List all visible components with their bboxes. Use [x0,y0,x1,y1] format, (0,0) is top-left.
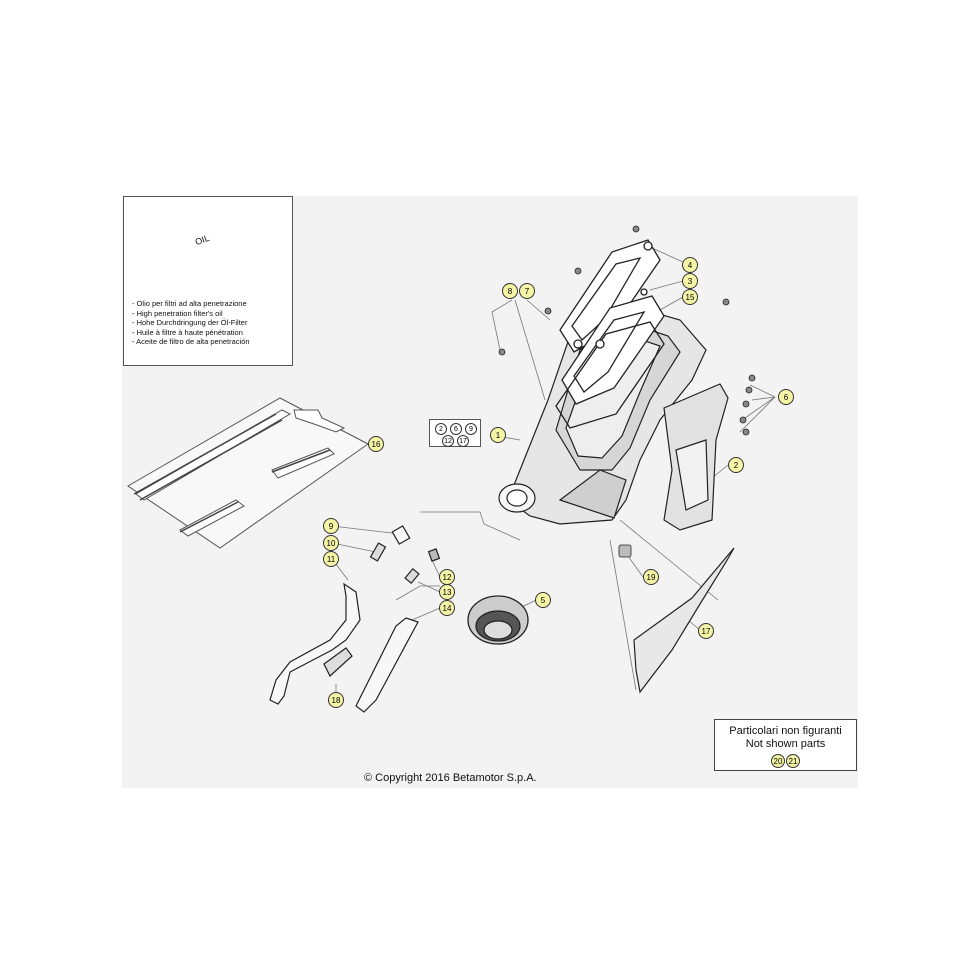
filter-cage [555,239,665,429]
leader-lines [331,247,776,700]
copyright-text: © Copyright 2016 Betamotor S.p.A. [364,772,537,784]
bolts [498,225,756,558]
oil-can-label: OIL [193,232,211,248]
group-part-9[interactable]: 9 [465,423,477,435]
filter-pad-panel [127,397,369,549]
not-shown-part-20[interactable]: 20 [771,754,785,768]
not-shown-part-21[interactable]: 21 [786,754,800,768]
callout-18[interactable]: 18 [328,692,344,708]
oil-text-es: - Aceite de filtro de alta penetración [132,337,250,347]
oil-text-de: - Hohe Durchdringung der Öl-Filter [132,318,248,328]
group-part-12[interactable]: 12 [442,435,454,447]
callout-8[interactable]: 8 [502,283,518,299]
callout-6[interactable]: 6 [778,389,794,405]
not-shown-badges: 20 21 [715,754,856,768]
not-shown-subtitle: Not shown parts [745,738,826,750]
callout-12[interactable]: 12 [439,569,455,585]
group-part-6[interactable]: 6 [450,423,462,435]
breather-hoses [269,525,441,713]
oil-description: - Olio per filtri ad alta penetrazione -… [132,299,250,347]
intake-boot [467,595,529,645]
callout-4[interactable]: 4 [682,257,698,273]
oil-text-fr: - Huile à filtre à haute pénétration [132,327,243,337]
callout-9[interactable]: 9 [323,518,339,534]
callout-7[interactable]: 7 [519,283,535,299]
callout-16[interactable]: 16 [368,436,384,452]
callout-3[interactable]: 3 [682,273,698,289]
kit-group-box: 2 6 9 12 17 [429,419,481,447]
not-shown-title: Particolari non figuranti [729,725,842,737]
oil-text-en: - High penetration filter's oil [132,308,223,318]
callout-5[interactable]: 5 [535,592,551,608]
mudguard [633,547,735,694]
callout-2[interactable]: 2 [728,457,744,473]
callout-10[interactable]: 10 [323,535,339,551]
callout-13[interactable]: 13 [439,584,455,600]
oil-text-it: - Olio per filtri ad alta penetrazione [132,299,247,308]
callout-1[interactable]: 1 [490,427,506,443]
callout-15[interactable]: 15 [682,289,698,305]
not-shown-parts-box: Particolari non figuranti Not shown part… [714,719,857,771]
callout-11[interactable]: 11 [323,551,339,567]
callout-19[interactable]: 19 [643,569,659,585]
oil-info-box: OIL - Olio per filtri ad alta penetrazio… [123,196,293,366]
side-cover [663,383,729,531]
group-part-17[interactable]: 17 [457,435,469,447]
callout-17[interactable]: 17 [698,623,714,639]
group-part-2[interactable]: 2 [435,423,447,435]
callout-14[interactable]: 14 [439,600,455,616]
